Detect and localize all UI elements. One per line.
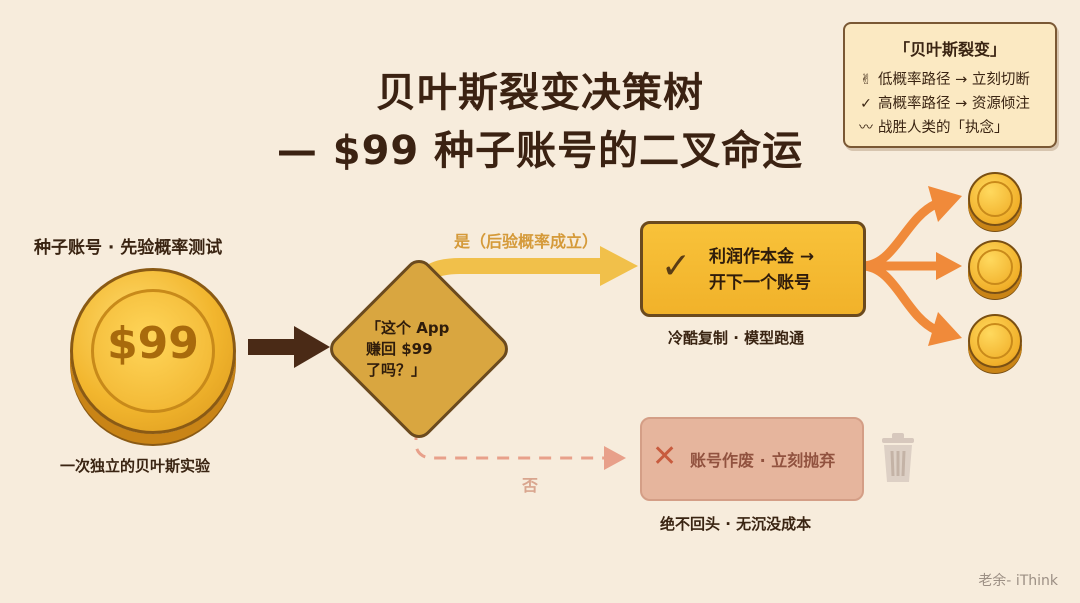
cross-icon: ✕ — [652, 439, 677, 474]
legend-note: 「贝叶斯裂变」 ✌低概率路径 → 立刻切断 ✓高概率路径 → 资源倾注 〰战胜人… — [843, 22, 1057, 148]
no-label: 否 — [522, 472, 538, 496]
offspring-coin-icon — [968, 240, 1022, 294]
check-icon: ✓ — [661, 246, 691, 287]
yes-caption: 冷酷复制 · 模型跑通 — [668, 327, 804, 348]
offspring-coin-icon — [968, 172, 1022, 226]
yes-label: 是（后验概率成立） — [454, 228, 598, 252]
seed-coin-icon: $99 — [70, 268, 236, 434]
no-outcome-box: ✕ 账号作废 · 立刻抛弃 — [640, 417, 864, 501]
decision-question: 「这个 App 赚回 $99 了吗？」 — [356, 318, 486, 381]
yes-outcome-text: 利润作本金 → 开下一个账号 — [709, 244, 814, 296]
no-outcome-text: 账号作废 · 立刻抛弃 — [690, 447, 835, 471]
legend-title: 「贝叶斯裂变」 — [845, 36, 1055, 60]
seed-heading: 种子账号 · 先验概率测试 — [34, 233, 222, 258]
no-path-arrow — [416, 428, 626, 470]
coin-value: $99 — [73, 318, 233, 369]
peace-hand-icon: ✌ — [857, 72, 875, 88]
yes-outcome-box: ✓ 利润作本金 → 开下一个账号 — [640, 221, 866, 317]
legend-item: ✌低概率路径 → 立刻切断 — [857, 68, 1030, 89]
fanout-arrows — [862, 204, 938, 330]
check-icon: ✓ — [857, 96, 875, 112]
legend-item: ✓高概率路径 → 资源倾注 — [857, 92, 1030, 113]
legend-item: 〰战胜人类的「执念」 — [857, 116, 1009, 137]
seed-caption: 一次独立的贝叶斯实验 — [60, 455, 210, 476]
trend-icon: 〰 — [857, 117, 875, 137]
no-caption: 绝不回头 · 无沉没成本 — [660, 513, 811, 534]
seed-to-decision-arrow — [248, 326, 330, 368]
trash-icon — [876, 432, 920, 484]
offspring-coin-icon — [968, 314, 1022, 368]
watermark: 老余- iThink — [978, 570, 1058, 590]
